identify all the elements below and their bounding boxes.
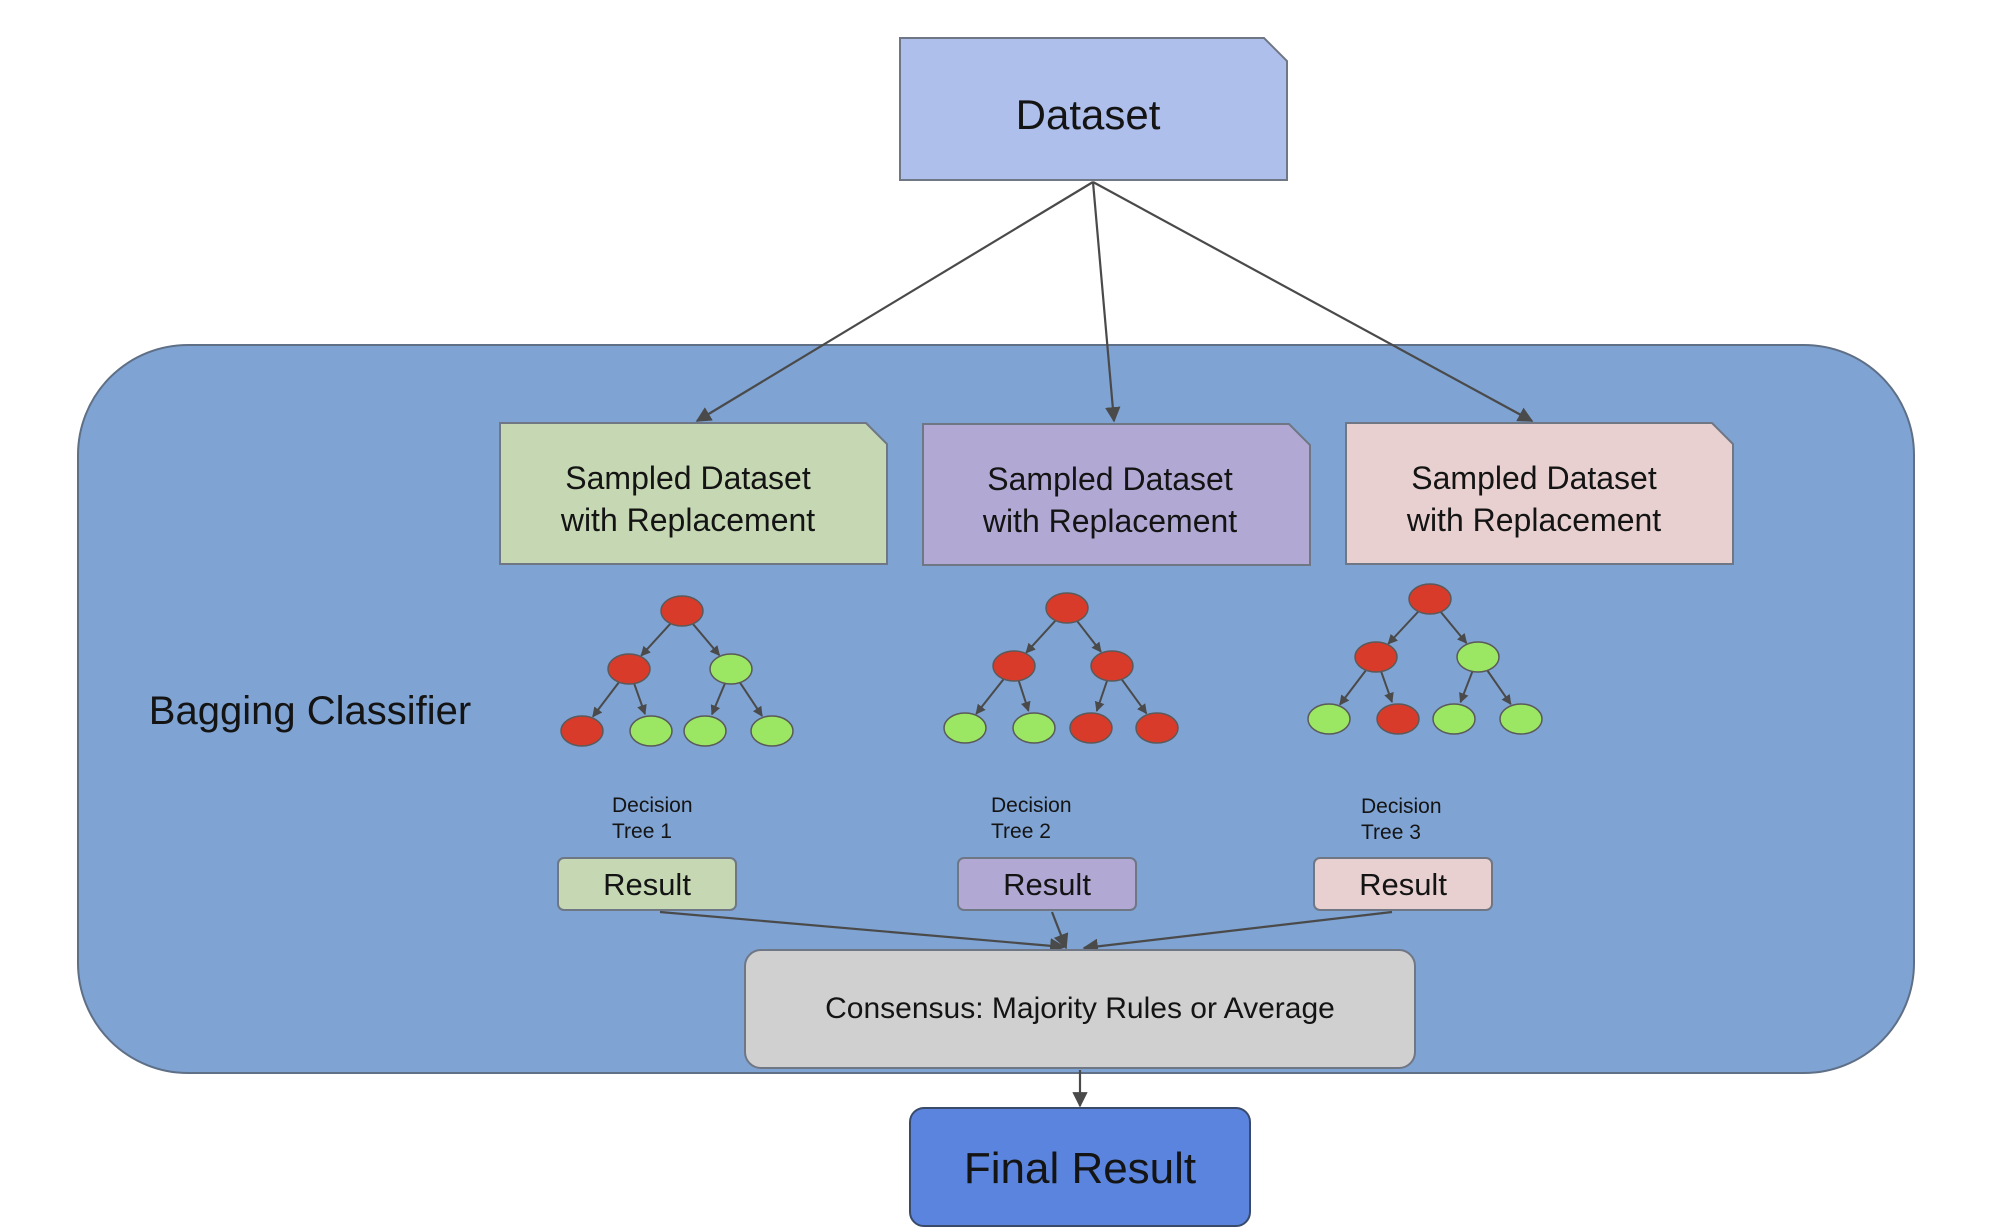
sampled-dataset-node-3 [1345,422,1734,565]
arrow-result-2-to-consensus [1050,911,1069,950]
tree-2-node-3 [1090,650,1134,682]
decision-tree-label-3a: Decision [1361,795,1442,818]
decision-tree-1 [560,595,794,747]
tree-1-node-1 [660,595,704,627]
sampled-dataset-label-1b: with Replacement [560,502,815,538]
tree-2-node-2 [992,650,1036,682]
decision-tree-label-1a: Decision [612,794,693,817]
arrow-dataset-to-sample-1 [695,181,1094,422]
tree-3-edge-4 [1379,669,1394,703]
tree-2-edge-3 [975,676,1007,715]
result-label-3: Result [1359,867,1447,902]
result-box-1 [557,857,737,911]
decision-tree-label-2b: Tree 2 [991,820,1051,843]
consensus-box [744,949,1416,1069]
sampled-dataset-label-2a: Sampled Dataset [987,461,1233,497]
tree-2-node-4 [943,712,987,744]
decision-tree-2 [943,592,1179,744]
tree-3-node-1 [1408,583,1452,615]
tree-1-node-4 [560,715,604,747]
tree-3-node-6 [1432,703,1476,735]
tree-1-edge-6 [737,680,763,717]
tree-3-node-5 [1376,703,1420,735]
final-result-box [909,1107,1251,1227]
tree-3-edge-6 [1485,667,1512,706]
tree-3-edge-1 [1387,608,1422,645]
tree-1-node-6 [683,715,727,747]
tree-1-node-3 [709,653,753,685]
decision-tree-label-1b: Tree 1 [612,820,672,843]
tree-2-node-6 [1069,712,1113,744]
tree-1-edge-1 [640,620,674,657]
decision-tree-3 [1307,583,1543,735]
tree-2-edge-1 [1025,617,1059,654]
tree-1-node-2 [607,653,651,685]
tree-3-edge-3 [1339,667,1369,706]
bagging-classifier-label: Bagging Classifier [149,689,471,733]
sampled-dataset-label-1a: Sampled Dataset [565,460,811,496]
decision-tree-label-3b: Tree 3 [1361,821,1421,844]
tree-1-node-7 [750,715,794,747]
arrow-result-3-to-consensus [1082,910,1393,955]
sampled-dataset-node-2 [922,423,1311,566]
tree-3-node-2 [1354,641,1398,673]
tree-2-node-7 [1135,712,1179,744]
tree-2-edge-2 [1074,618,1102,653]
tree-1-edge-3 [592,679,622,718]
sampled-dataset-label-3a: Sampled Dataset [1411,460,1657,496]
tree-3-node-3 [1456,641,1500,673]
tree-2-node-5 [1012,712,1056,744]
tree-3-node-7 [1499,703,1543,735]
tree-3-node-4 [1307,703,1351,735]
consensus-label: Consensus: Majority Rules or Average [825,992,1335,1025]
tree-2-edge-4 [1017,679,1031,712]
tree-1-edge-4 [632,681,647,715]
tree-2-edge-6 [1119,676,1148,715]
result-box-3 [1313,857,1493,911]
result-label-2: Result [1003,867,1091,902]
sampled-dataset-label-2b: with Replacement [982,503,1237,539]
result-label-1: Result [603,867,691,902]
result-box-2 [957,857,1137,911]
tree-1-edge-2 [690,621,721,657]
final-result-label: Final Result [964,1144,1196,1193]
tree-2-node-1 [1045,592,1089,624]
tree-3-edge-5 [1459,669,1474,704]
decision-trees-group [560,583,1543,747]
tree-3-edge-2 [1438,609,1468,644]
dataset-node [899,37,1288,181]
dataset-label: Dataset [1016,91,1161,138]
sampled-dataset-node-1 [499,422,888,565]
arrow-dataset-to-sample-2 [1091,181,1121,423]
sampled-dataset-label-3b: with Replacement [1406,502,1661,538]
tree-1-node-5 [629,715,673,747]
tree-1-edge-5 [710,681,727,716]
arrow-result-1-to-consensus [659,910,1066,954]
decision-tree-label-2a: Decision [991,794,1072,817]
arrow-dataset-to-sample-3 [1092,181,1534,422]
tree-2-edge-5 [1094,678,1109,712]
